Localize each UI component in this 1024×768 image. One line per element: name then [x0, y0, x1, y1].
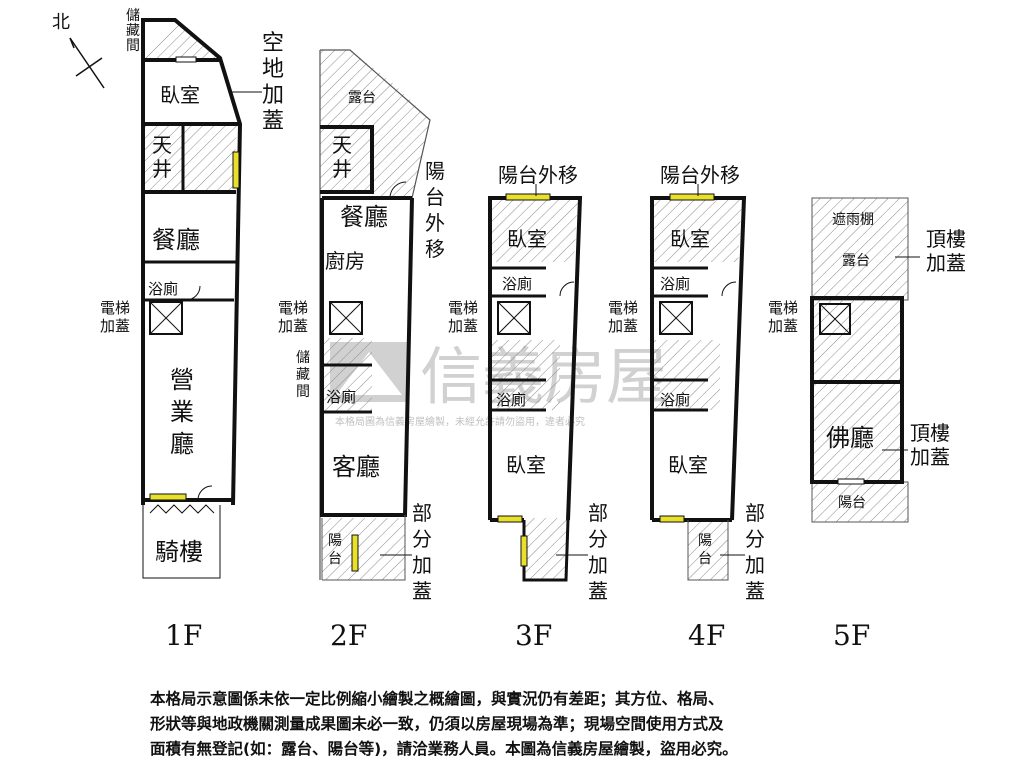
f1-bedroom-label: 臥室 [160, 83, 200, 107]
f1-floor-name: 1F [165, 619, 202, 652]
f5-balcony-area [811, 481, 909, 523]
f2-living-label: 客廳 [332, 453, 380, 481]
f1-window-front [149, 493, 187, 501]
f1-arcade-label: 騎樓 [155, 538, 203, 566]
f3-window-side [520, 535, 528, 567]
f2-patio-label: 天井 [332, 133, 352, 181]
f1-storage-area [143, 20, 220, 60]
f1-patio-area [143, 124, 237, 192]
f5-shrine-area [812, 384, 902, 482]
f2-balcony-area [322, 518, 405, 580]
f4-elevator [659, 301, 693, 335]
f1-note-elevator: 電梯加蓋 [100, 299, 130, 335]
f5-terrace-area [811, 197, 909, 301]
f1-storage-label-a: 儲藏間 [126, 8, 140, 54]
f2-note-partial: 部分加蓋 [412, 501, 432, 603]
compass-needle [69, 37, 105, 89]
f2-dining-label: 餐廳 [340, 203, 388, 231]
f3-bedroom-front-label: 臥室 [507, 227, 547, 251]
f4-front-hatch [652, 198, 742, 262]
f2-note-elevator: 電梯加蓋 [278, 299, 308, 335]
f2-stair-area [320, 338, 372, 412]
f4-bedroom-front-label: 臥室 [670, 227, 710, 251]
f2-kitchen-label: 廚房 [325, 249, 365, 273]
f2-balcony-label: 陽台 [328, 533, 342, 567]
f4-bedroom-rear-label: 臥室 [668, 453, 708, 477]
f3-bedroom-rear-label: 臥室 [506, 453, 546, 477]
floor-3f: 臥室 浴廁 浴廁 臥室 陽台外移 電梯加蓋 部分加蓋 3F [448, 163, 608, 652]
f2-patio-area [320, 127, 372, 192]
f2-window-balcony [351, 534, 359, 572]
f1-bath-label: 浴廁 [148, 280, 178, 298]
floor-5f: 遮雨棚 露台 佛廳 陽台 頂樓加蓋 電梯加蓋 頂樓加蓋 5F [768, 197, 966, 652]
f3-elevator [497, 301, 531, 335]
f4-window-rear [659, 515, 685, 523]
f3-rear-hatch [524, 518, 568, 580]
f1-shop-label: 營業廳 [170, 366, 194, 458]
f5-terrace-label: 露台 [842, 253, 870, 269]
f2-terrace-area [320, 50, 430, 198]
disclaimer-line-3: 面積有無登記(如：露台、陽台等)，請洽業務人員。本圖為信義房屋繪製，盜用必究。 [150, 740, 738, 758]
f3-stair-area [490, 340, 560, 410]
f1-window-side [232, 151, 240, 189]
f1-patio-label: 天井 [152, 133, 172, 181]
f2-storage-label: 儲藏間 [296, 350, 310, 400]
f3-note-elevator: 電梯加蓋 [448, 299, 478, 335]
f2-elevator [329, 301, 363, 335]
f2-note-balcony-moved: 陽台外移 [425, 159, 445, 261]
disclaimer-line-2: 形狀等與地政機關測量成果圖未必一致，仍須以房屋現場為準；現場空間使用方式及 [150, 715, 724, 733]
f4-window-front [669, 193, 715, 201]
f2-floor-name: 2F [330, 619, 367, 652]
watermark-notice: 本格局圖為信義房屋繪製，未經允許請勿盜用，違者必究 [335, 415, 585, 428]
f3-window-rear [497, 515, 523, 523]
f5-elevator [819, 303, 851, 335]
f4-note-elevator: 電梯加蓋 [608, 299, 638, 335]
f5-note-elevator: 電梯加蓋 [768, 299, 798, 335]
f3-note-partial: 部分加蓋 [588, 501, 608, 603]
f5-floor-name: 5F [833, 619, 870, 652]
f3-window-front [505, 193, 551, 201]
f5-note-roof-top: 頂樓加蓋 [926, 227, 966, 275]
f4-note-balcony-moved: 陽台外移 [660, 163, 740, 187]
f3-front-hatch [490, 198, 578, 262]
f1-dining-label: 餐廳 [152, 226, 200, 254]
disclaimer-line-1: 本格局示意圖係未依一定比例縮小繪製之概繪圖，與實況仍有差距；其方位、格局、 [150, 690, 724, 708]
f4-bath2-label: 浴廁 [660, 391, 690, 409]
f5-canopy-label: 遮雨棚 [832, 212, 874, 228]
f4-bath1-label: 浴廁 [660, 275, 690, 293]
floor-1f: 儲藏間 臥室 天井 餐廳 浴廁 營業廳 騎樓 空地加蓋 電梯加蓋 1F [100, 8, 284, 652]
compass: 北 [52, 12, 105, 89]
floor-2f: 露台 天井 餐廳 廚房 儲藏間 浴廁 客廳 陽台 陽台外移 電梯加蓋 部分加蓋 … [278, 49, 445, 652]
floor-4f: 臥室 浴廁 浴廁 臥室 陽台 陽台外移 電梯加蓋 部分加蓋 4F [608, 163, 765, 652]
disclaimer: 本格局示意圖係未依一定比例縮小繪製之概繪圖，與實況仍有差距；其方位、格局、 形狀… [150, 687, 910, 762]
f3-note-balcony-moved: 陽台外移 [498, 163, 578, 187]
f2-terrace-label: 露台 [348, 90, 376, 106]
f4-balcony-area [688, 520, 728, 580]
f5-note-roof-bottom: 頂樓加蓋 [910, 421, 950, 469]
f4-note-partial: 部分加蓋 [745, 501, 765, 603]
f2-bath-label: 浴廁 [326, 388, 356, 406]
f4-balcony-label: 陽台 [698, 533, 712, 567]
f2-outer-wall [320, 197, 414, 517]
f5-stair-area [812, 298, 902, 380]
f1-note-vacant: 空地加蓋 [262, 31, 284, 134]
f3-bath2-label: 浴廁 [496, 391, 526, 409]
f5-shrine-label: 佛廳 [826, 424, 874, 452]
compass-label: 北 [52, 12, 70, 33]
compass-crossbar [75, 57, 103, 77]
f4-floor-name: 4F [688, 619, 725, 652]
f1-elevator [149, 301, 183, 335]
f3-floor-name: 3F [515, 619, 552, 652]
f5-balcony-label: 陽台 [838, 495, 866, 511]
f3-bath1-label: 浴廁 [502, 275, 532, 293]
f4-stair-area [652, 340, 720, 410]
